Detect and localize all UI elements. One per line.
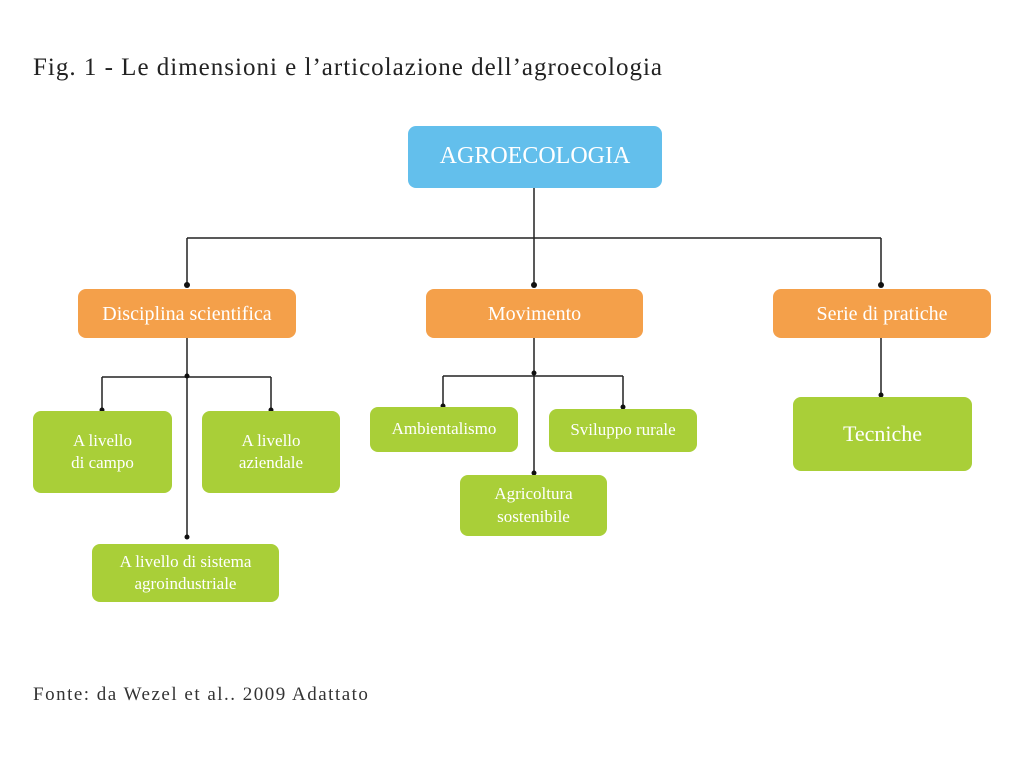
node-livello-campo: A livello di campo bbox=[33, 411, 172, 493]
node-disciplina-scientifica: Disciplina scientifica bbox=[78, 289, 296, 338]
figure-title: Fig. 1 - Le dimensioni e l’articolazione… bbox=[33, 54, 664, 81]
node-livello-aziendale: A livello aziendale bbox=[202, 411, 340, 493]
node-agricoltura-sostenibile: Agricoltura sostenibile bbox=[460, 475, 607, 536]
source-caption: Fonte: da Wezel et al.. 2009 Adattato bbox=[33, 684, 370, 705]
node-sviluppo-rurale: Sviluppo rurale bbox=[549, 409, 697, 452]
node-serie-di-pratiche: Serie di pratiche bbox=[773, 289, 991, 338]
node-movimento: Movimento bbox=[426, 289, 643, 338]
root-connector bbox=[186, 188, 882, 285]
node-ambientalismo: Ambientalismo bbox=[370, 407, 518, 452]
node-agroecologia: AGROECOLOGIA bbox=[408, 126, 662, 188]
movimento-connector bbox=[442, 338, 624, 473]
node-tecniche: Tecniche bbox=[793, 397, 972, 471]
node-livello-sistema-agroindustriale: A livello di sistema agroindustriale bbox=[92, 544, 279, 602]
